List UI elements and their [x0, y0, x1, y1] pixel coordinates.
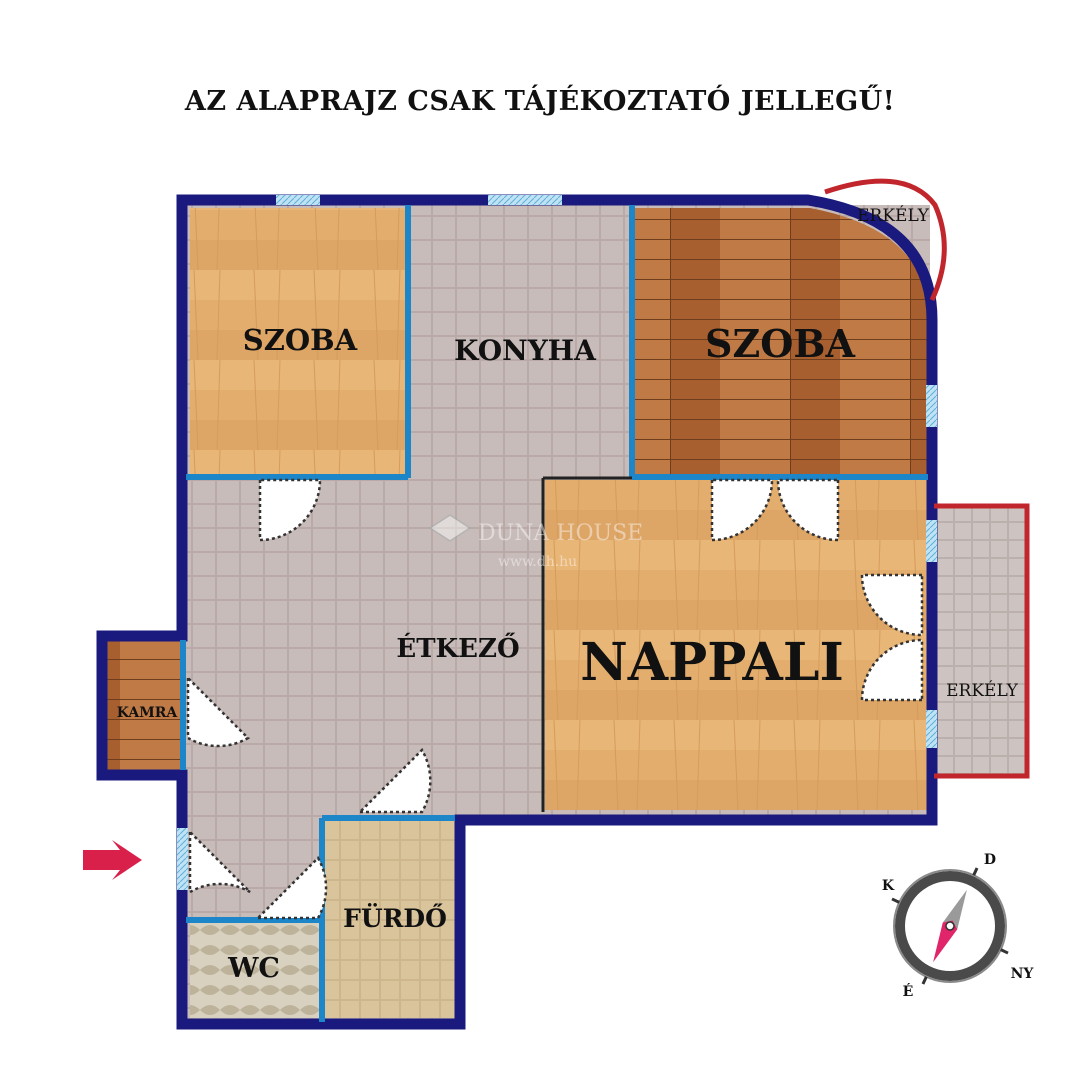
balconies	[824, 178, 1030, 779]
room-label-wc: WC	[227, 953, 280, 984]
doors	[186, 478, 924, 920]
watermark-url: www.dh.hu	[498, 554, 577, 570]
room-label-nappali: NAPPALI	[580, 632, 844, 693]
floor-wc	[190, 922, 322, 1018]
compass-label-east: K	[882, 878, 895, 894]
door-erkely-1	[860, 573, 924, 637]
room-label-szoba-right: SZOBA	[705, 321, 855, 366]
compass-icon: K D NY É	[882, 852, 1035, 1000]
room-label-kamra: KAMRA	[117, 705, 179, 721]
floor-furdo	[325, 818, 455, 1018]
floor-szoba-left	[190, 208, 408, 476]
room-label-konyha: KONYHA	[454, 334, 597, 367]
floor-erkely-right	[934, 508, 1026, 776]
watermark-brand: DUNA HOUSE	[478, 521, 643, 546]
door-wc	[254, 855, 328, 920]
disclaimer-title: AZ ALAPRAJZ CSAK TÁJÉKOZTATÓ JELLEGŰ!	[184, 86, 896, 117]
door-nappali-2	[776, 478, 840, 542]
windows	[177, 195, 937, 890]
room-label-erkely-right: ERKÉLY	[946, 680, 1019, 701]
balcony-right-outline	[934, 503, 1030, 779]
floor-kamra	[105, 640, 183, 772]
door-nappali-1	[710, 478, 774, 542]
floor-szoba-right	[632, 208, 930, 475]
entrance-arrow-icon	[83, 840, 142, 880]
door-szoba-left	[258, 478, 322, 542]
room-label-furdo: FÜRDŐ	[343, 904, 447, 933]
compass-label-west: NY	[1011, 966, 1035, 982]
watermark-logo-icon	[428, 514, 472, 542]
watermark: DUNA HOUSE www.dh.hu	[428, 514, 643, 570]
outer-walls	[96, 194, 938, 1030]
compass-label-south: D	[984, 852, 996, 868]
door-furdo	[356, 747, 432, 814]
inner-walls	[180, 205, 928, 1022]
room-label-erkely-top: ERKÉLY	[857, 205, 930, 226]
room-label-etkezo: ÉTKEZŐ	[396, 632, 519, 664]
door-entrance	[188, 828, 251, 895]
compass-label-north: É	[903, 982, 914, 1000]
balcony-top-outline	[824, 178, 947, 302]
room-labels: SZOBA KONYHA SZOBA ÉTKEZŐ NAPPALI KAMRA …	[117, 205, 1019, 984]
door-kamra	[186, 674, 251, 748]
door-erkely-2	[860, 638, 924, 702]
room-label-szoba-left: SZOBA	[243, 323, 358, 357]
nappali-partition	[541, 476, 632, 812]
